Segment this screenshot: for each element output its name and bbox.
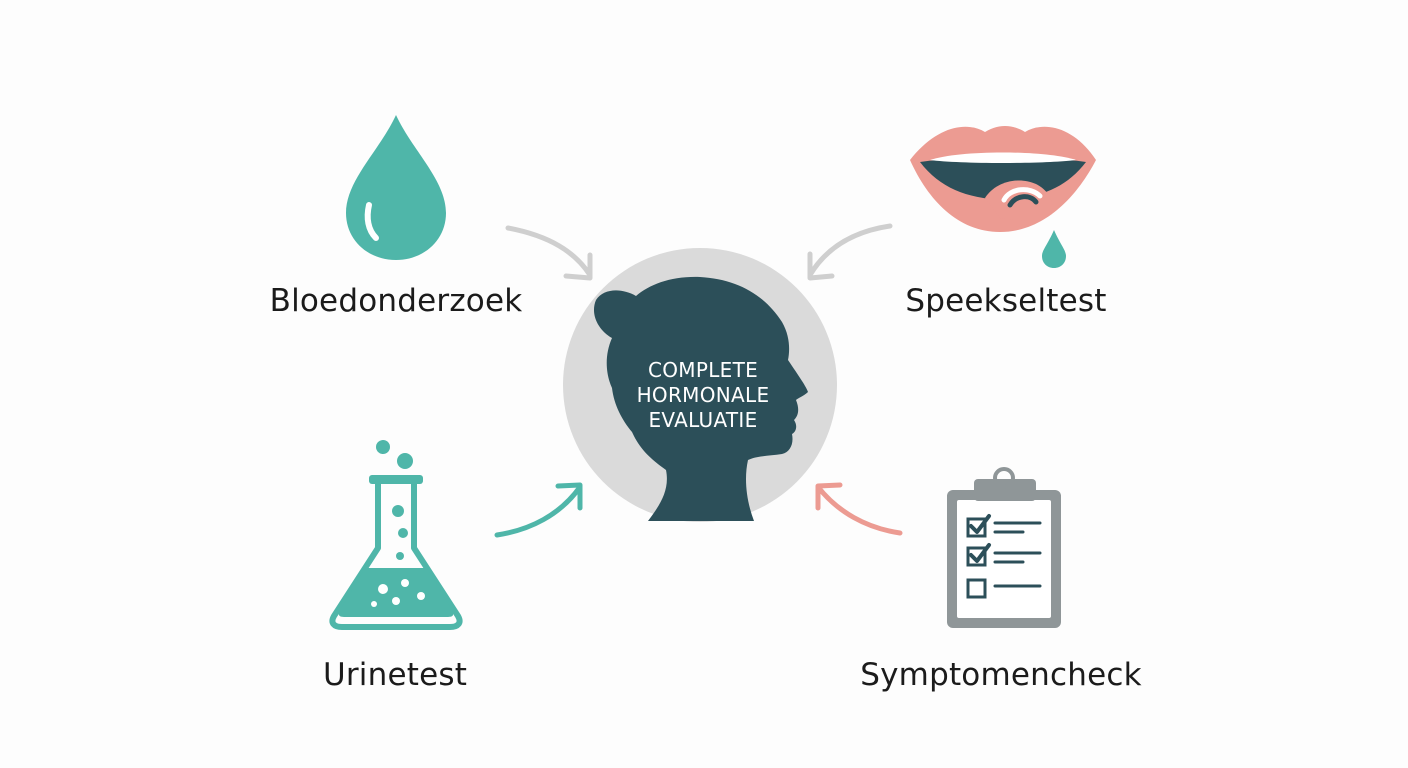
center-title-line-1: COMPLETE	[647, 358, 759, 382]
arrow-from-symptom	[815, 482, 903, 536]
saliva-test-label: Speekseltest	[905, 283, 1107, 319]
center-title-line-2: HORMONALE	[636, 383, 770, 407]
arrow-from-blood	[505, 225, 593, 281]
symptom-check-label: Symptomencheck	[860, 657, 1142, 693]
blood-test-label: Bloedonderzoek	[269, 283, 523, 319]
center-title-line-3: EVALUATIE	[648, 408, 758, 432]
flask-icon	[329, 440, 463, 630]
center-node	[563, 248, 837, 522]
urine-test-label: Urinetest	[322, 657, 468, 693]
saliva-mouth-icon	[910, 126, 1096, 268]
woman-head-silhouette-icon	[593, 276, 808, 521]
arrow-from-urine	[494, 482, 583, 538]
center-title: COMPLETE HORMONALE EVALUATIE	[593, 358, 813, 433]
arrow-from-saliva	[807, 223, 893, 281]
blood-drop-icon	[346, 115, 446, 260]
clipboard-checklist-icon	[947, 467, 1061, 628]
